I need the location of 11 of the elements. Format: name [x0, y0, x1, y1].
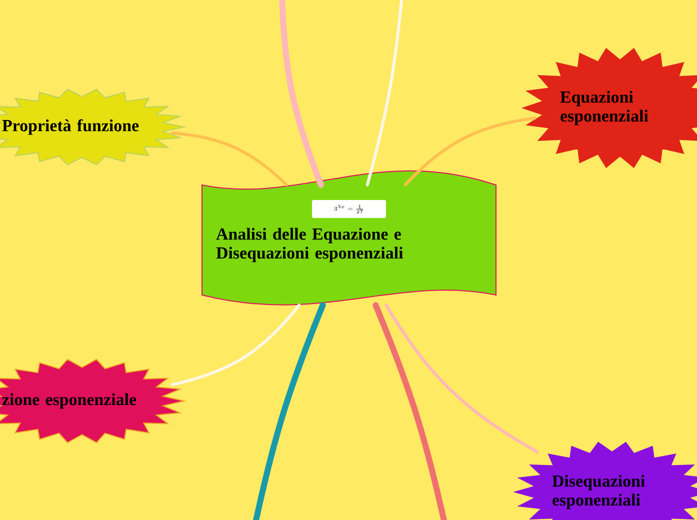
branch-line [170, 132, 288, 186]
branch-line [170, 304, 301, 386]
branch-line [366, 0, 404, 186]
branch-line [279, 0, 324, 188]
branch-line [384, 304, 539, 454]
starburst-box: Disequazioni esponenziali [513, 442, 697, 520]
branch-line [252, 302, 326, 520]
branch-line [404, 116, 536, 186]
branch-line [372, 302, 448, 520]
formula-box: $3^{3x}=\frac{1}{27}$ [312, 200, 386, 218]
starburst-box: Equazioni esponenziali [521, 48, 697, 168]
